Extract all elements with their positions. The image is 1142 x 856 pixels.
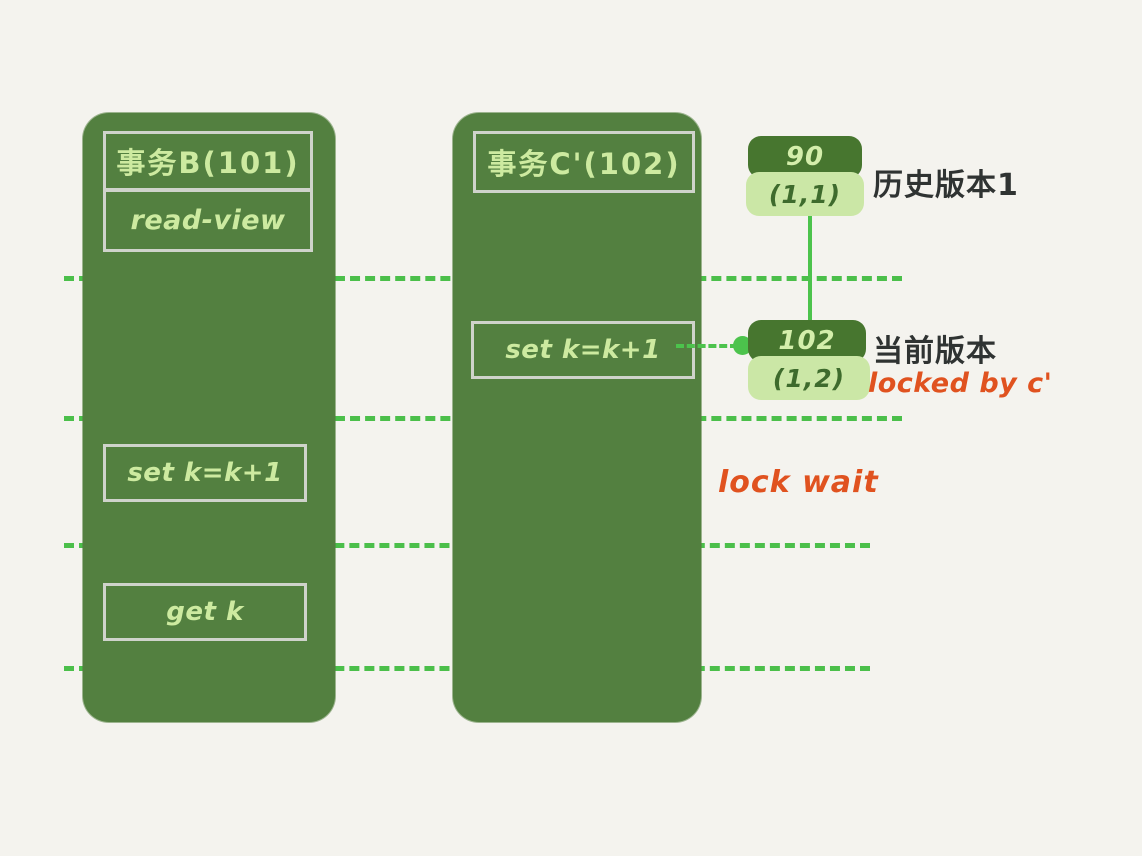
historical-version-trx-id: 90 xyxy=(748,136,862,178)
set-to-version-arrowhead xyxy=(733,336,752,355)
transaction-b-read-view: read-view xyxy=(103,190,313,252)
current-version-value: (1,2) xyxy=(748,356,870,400)
current-version-record: 102 (1,2) xyxy=(748,320,870,400)
lock-wait-annotation: lock wait xyxy=(718,465,879,500)
locked-by-note: locked by c' xyxy=(868,368,1053,399)
current-version-caption: 当前版本 xyxy=(873,334,997,369)
current-version-trx-id: 102 xyxy=(748,320,866,362)
transaction-b-title: 事务B(101) xyxy=(103,131,313,190)
transaction-b-op-set-k: set k=k+1 xyxy=(103,444,307,502)
historical-version-value: (1,1) xyxy=(746,172,864,216)
transaction-c-column: 事务C'(102) set k=k+1 xyxy=(453,113,701,722)
historical-version-record: 90 (1,1) xyxy=(746,136,864,216)
transaction-c-title: 事务C'(102) xyxy=(473,131,695,193)
transaction-b-op-get-k: get k xyxy=(103,583,307,641)
transaction-b-column: 事务B(101) read-view set k=k+1 get k xyxy=(83,113,335,722)
set-to-version-link xyxy=(676,344,738,348)
historical-version-caption: 历史版本1 xyxy=(873,168,1019,203)
transaction-c-op-set-k: set k=k+1 xyxy=(471,321,695,379)
